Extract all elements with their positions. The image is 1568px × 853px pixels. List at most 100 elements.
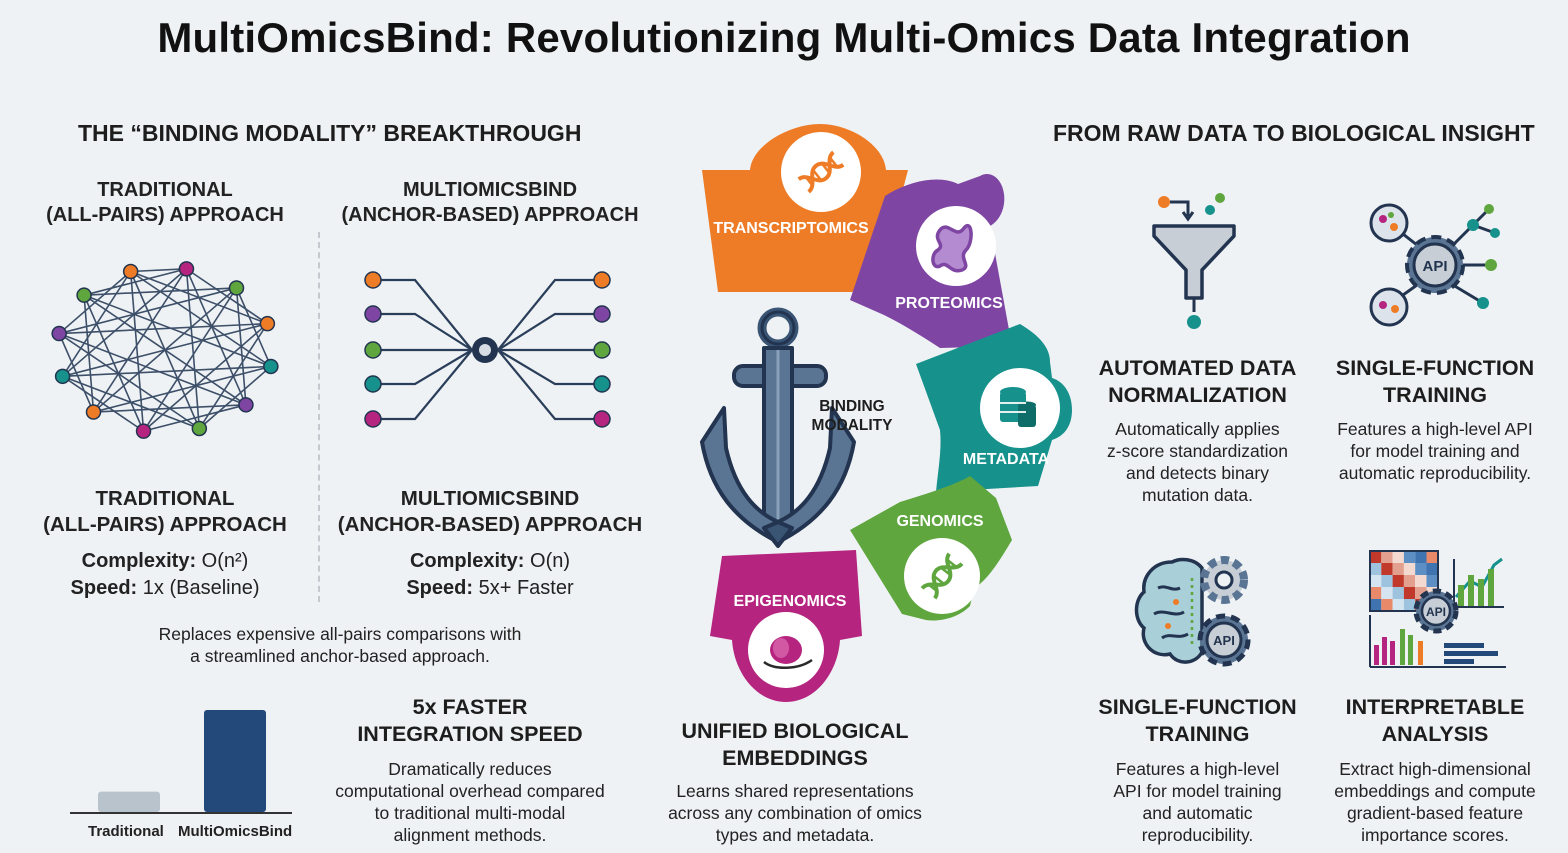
central-anchor-node-core: [479, 344, 491, 356]
all-pairs-edge: [58, 332, 247, 406]
heatmap-cell: [1392, 563, 1404, 575]
speed-bar-multiomicsbind: [204, 710, 266, 812]
card1-desc-line3: and detects binary: [1125, 463, 1269, 483]
card1-desc-line1: Automatically applies: [1115, 419, 1280, 439]
anchor-edge-right: [497, 349, 602, 421]
traditional-complexity-key: Complexity:: [81, 550, 197, 572]
traditional-top-label-line2: (ALL-PAIRS) APPROACH: [46, 204, 284, 226]
anchor-bottom-label: MULTIOMICSBIND (ANCHOR-BASED) APPROACH: [325, 486, 655, 538]
all-pairs-edges: [58, 268, 272, 432]
anchor-right-node: [593, 305, 611, 323]
card2-title: SINGLE-FUNCTION TRAINING: [1320, 355, 1550, 409]
segment-metadata: METADATA: [916, 324, 1072, 492]
card1-title-line2: NORMALIZATION: [1108, 383, 1287, 407]
speed-bars: [98, 710, 266, 812]
segment-epigenomics: EPIGENOMICS: [710, 550, 862, 702]
heatmap-cell: [1426, 575, 1438, 587]
all-pairs-edge: [83, 294, 272, 368]
segment-label-transcriptomics: TRANSCRIPTOMICS: [713, 220, 869, 237]
all-pairs-node: [76, 287, 92, 303]
all-pairs-edge: [130, 270, 268, 325]
anchor-nodes: [364, 271, 611, 428]
speed-heading-line1: 5x FASTER: [412, 695, 528, 719]
card1-desc-line4: mutation data.: [1142, 485, 1253, 505]
heatmap-cell: [1370, 587, 1382, 599]
card4-desc-line2: embeddings and compute: [1334, 781, 1536, 801]
traditional-top-label: TRADITIONAL (ALL-PAIRS) APPROACH: [20, 178, 310, 228]
heatmap-cell: [1381, 551, 1393, 563]
heatmap-chart-icon: API: [1369, 550, 1506, 668]
segment-label-proteomics: PROTEOMICS: [895, 295, 1003, 312]
card2-desc-line1: Features a high-level API: [1337, 419, 1533, 439]
all-pairs-node: [259, 315, 276, 332]
anchor-right-node: [593, 410, 611, 428]
speed-desc-line2: computational overhead compared: [335, 781, 605, 801]
embeddings-heading-line2: EMBEDDINGS: [722, 746, 868, 770]
anchor-label-line1: BINDING: [819, 398, 884, 415]
card3-desc-line4: reproducibility.: [1141, 825, 1254, 845]
heatmap-cell: [1403, 587, 1416, 599]
card3-desc-line1: Features a high-level: [1115, 759, 1280, 779]
heatmap-api-text: API: [1426, 605, 1446, 619]
all-pairs-node: [228, 280, 245, 296]
traditional-speed-key: Speed:: [70, 577, 138, 599]
segment-proteomics: PROTEOMICS: [850, 174, 1012, 348]
all-pairs-network-diagram: [51, 261, 279, 439]
anchor-top-label-line2: (ANCHOR-BASED) APPROACH: [341, 204, 639, 226]
anchor-left-node: [364, 341, 382, 359]
card4-title-line1: INTERPRETABLE: [1345, 695, 1525, 719]
speed-heading-line2: INTEGRATION SPEED: [357, 722, 583, 746]
anchor-edge-right: [497, 349, 602, 386]
all-pairs-nodes: [51, 261, 279, 439]
traditional-stats: Complexity: O(n²) Speed: 1x (Baseline): [20, 548, 310, 602]
all-pairs-edge: [62, 375, 144, 432]
brain-gear-icon: API: [1134, 556, 1251, 667]
heatmap-cell: [1381, 587, 1393, 599]
heatmap-cell: [1415, 587, 1427, 599]
bar-label-traditional: Traditional: [88, 823, 164, 840]
heatmap-cell: [1392, 551, 1404, 563]
all-pairs-node: [122, 263, 139, 280]
all-pairs-edge: [83, 295, 95, 413]
speed-desc-line1: Dramatically reduces: [388, 759, 552, 779]
api-gear: API: [1405, 235, 1465, 295]
all-pairs-edge: [185, 268, 201, 429]
all-pairs-edge: [129, 271, 201, 429]
nucleosome-icon: [763, 636, 813, 669]
anchor-network-diagram: [364, 271, 611, 428]
anchor-right-node: [593, 341, 611, 359]
heatmap-cell: [1370, 551, 1382, 563]
speed-bar-traditional: [98, 791, 160, 812]
heatmap-cell: [1370, 563, 1382, 575]
heatmap-cell: [1415, 563, 1427, 575]
card4-desc-line4: importance scores.: [1361, 825, 1509, 845]
anchor-icon: [700, 307, 856, 548]
section-divider: [318, 232, 320, 602]
page-title: MultiOmicsBind: Revolutionizing Multi-Om…: [157, 14, 1411, 61]
anchor-edge-left: [373, 278, 473, 351]
anchor-edge-left: [373, 349, 473, 421]
card3-title-line1: SINGLE-FUNCTION: [1098, 695, 1297, 719]
all-pairs-edge: [92, 268, 188, 413]
all-pairs-edge: [58, 332, 200, 430]
segment-transcriptomics: TRANSCRIPTOMICS: [702, 124, 908, 292]
embeddings-desc-line3: types and metadata.: [715, 825, 875, 845]
anchor-right-node: [593, 271, 611, 289]
anchor-left-node: [364, 410, 382, 428]
dna-icon-orange: [797, 150, 845, 194]
anchor-edge-left: [373, 312, 473, 351]
card1-desc-line2: z-score standardization: [1107, 441, 1288, 461]
replaces-caption-line2: a streamlined anchor-based approach.: [190, 646, 490, 666]
segment-label-epigenomics: EPIGENOMICS: [734, 593, 847, 610]
anchor-left-node: [364, 375, 382, 393]
heatmap-cell: [1403, 599, 1416, 611]
anchor-edge-right: [497, 278, 602, 351]
card3-description: Features a high-level API for model trai…: [1075, 758, 1320, 846]
card2-title-line1: SINGLE-FUNCTION: [1335, 356, 1535, 380]
embeddings-desc-line2: across any combination of omics: [668, 803, 922, 823]
heatmap-cell: [1426, 551, 1438, 563]
embeddings-heading: UNIFIED BIOLOGICAL EMBEDDINGS: [640, 718, 950, 772]
dna-icon-green: [920, 552, 964, 600]
transcriptomics-icon-disc: [781, 132, 861, 212]
anchor-edge-right: [497, 312, 602, 351]
